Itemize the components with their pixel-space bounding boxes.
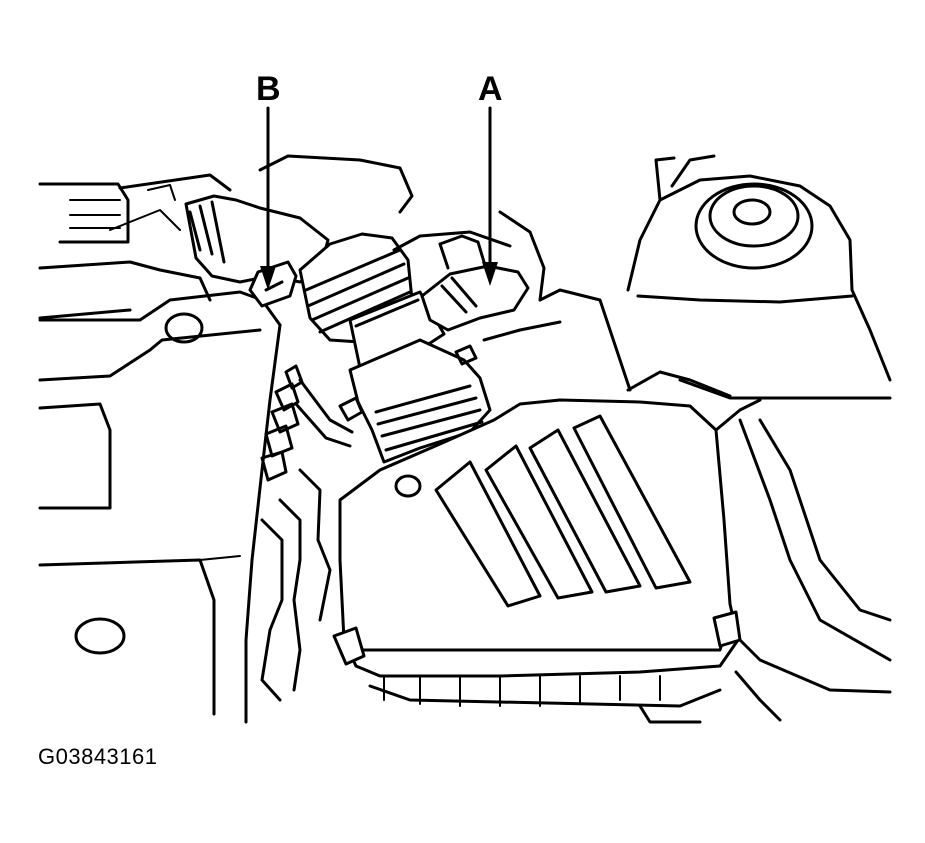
intake-hose xyxy=(184,194,330,308)
fender-apron xyxy=(638,378,892,724)
wiring-harness xyxy=(260,364,354,702)
figure-id: G03843161 xyxy=(38,744,158,769)
callout-leaders xyxy=(260,106,498,290)
air-cleaner-housing xyxy=(332,398,742,708)
strut-tower xyxy=(626,154,892,398)
upper-left-structure xyxy=(38,173,232,320)
callout-b-label: B xyxy=(256,70,281,108)
maf-connector xyxy=(420,234,530,332)
callout-a-label: A xyxy=(478,70,503,108)
background-components xyxy=(258,154,632,392)
maf-sensor-body xyxy=(298,232,492,464)
valve-cover xyxy=(38,290,282,724)
